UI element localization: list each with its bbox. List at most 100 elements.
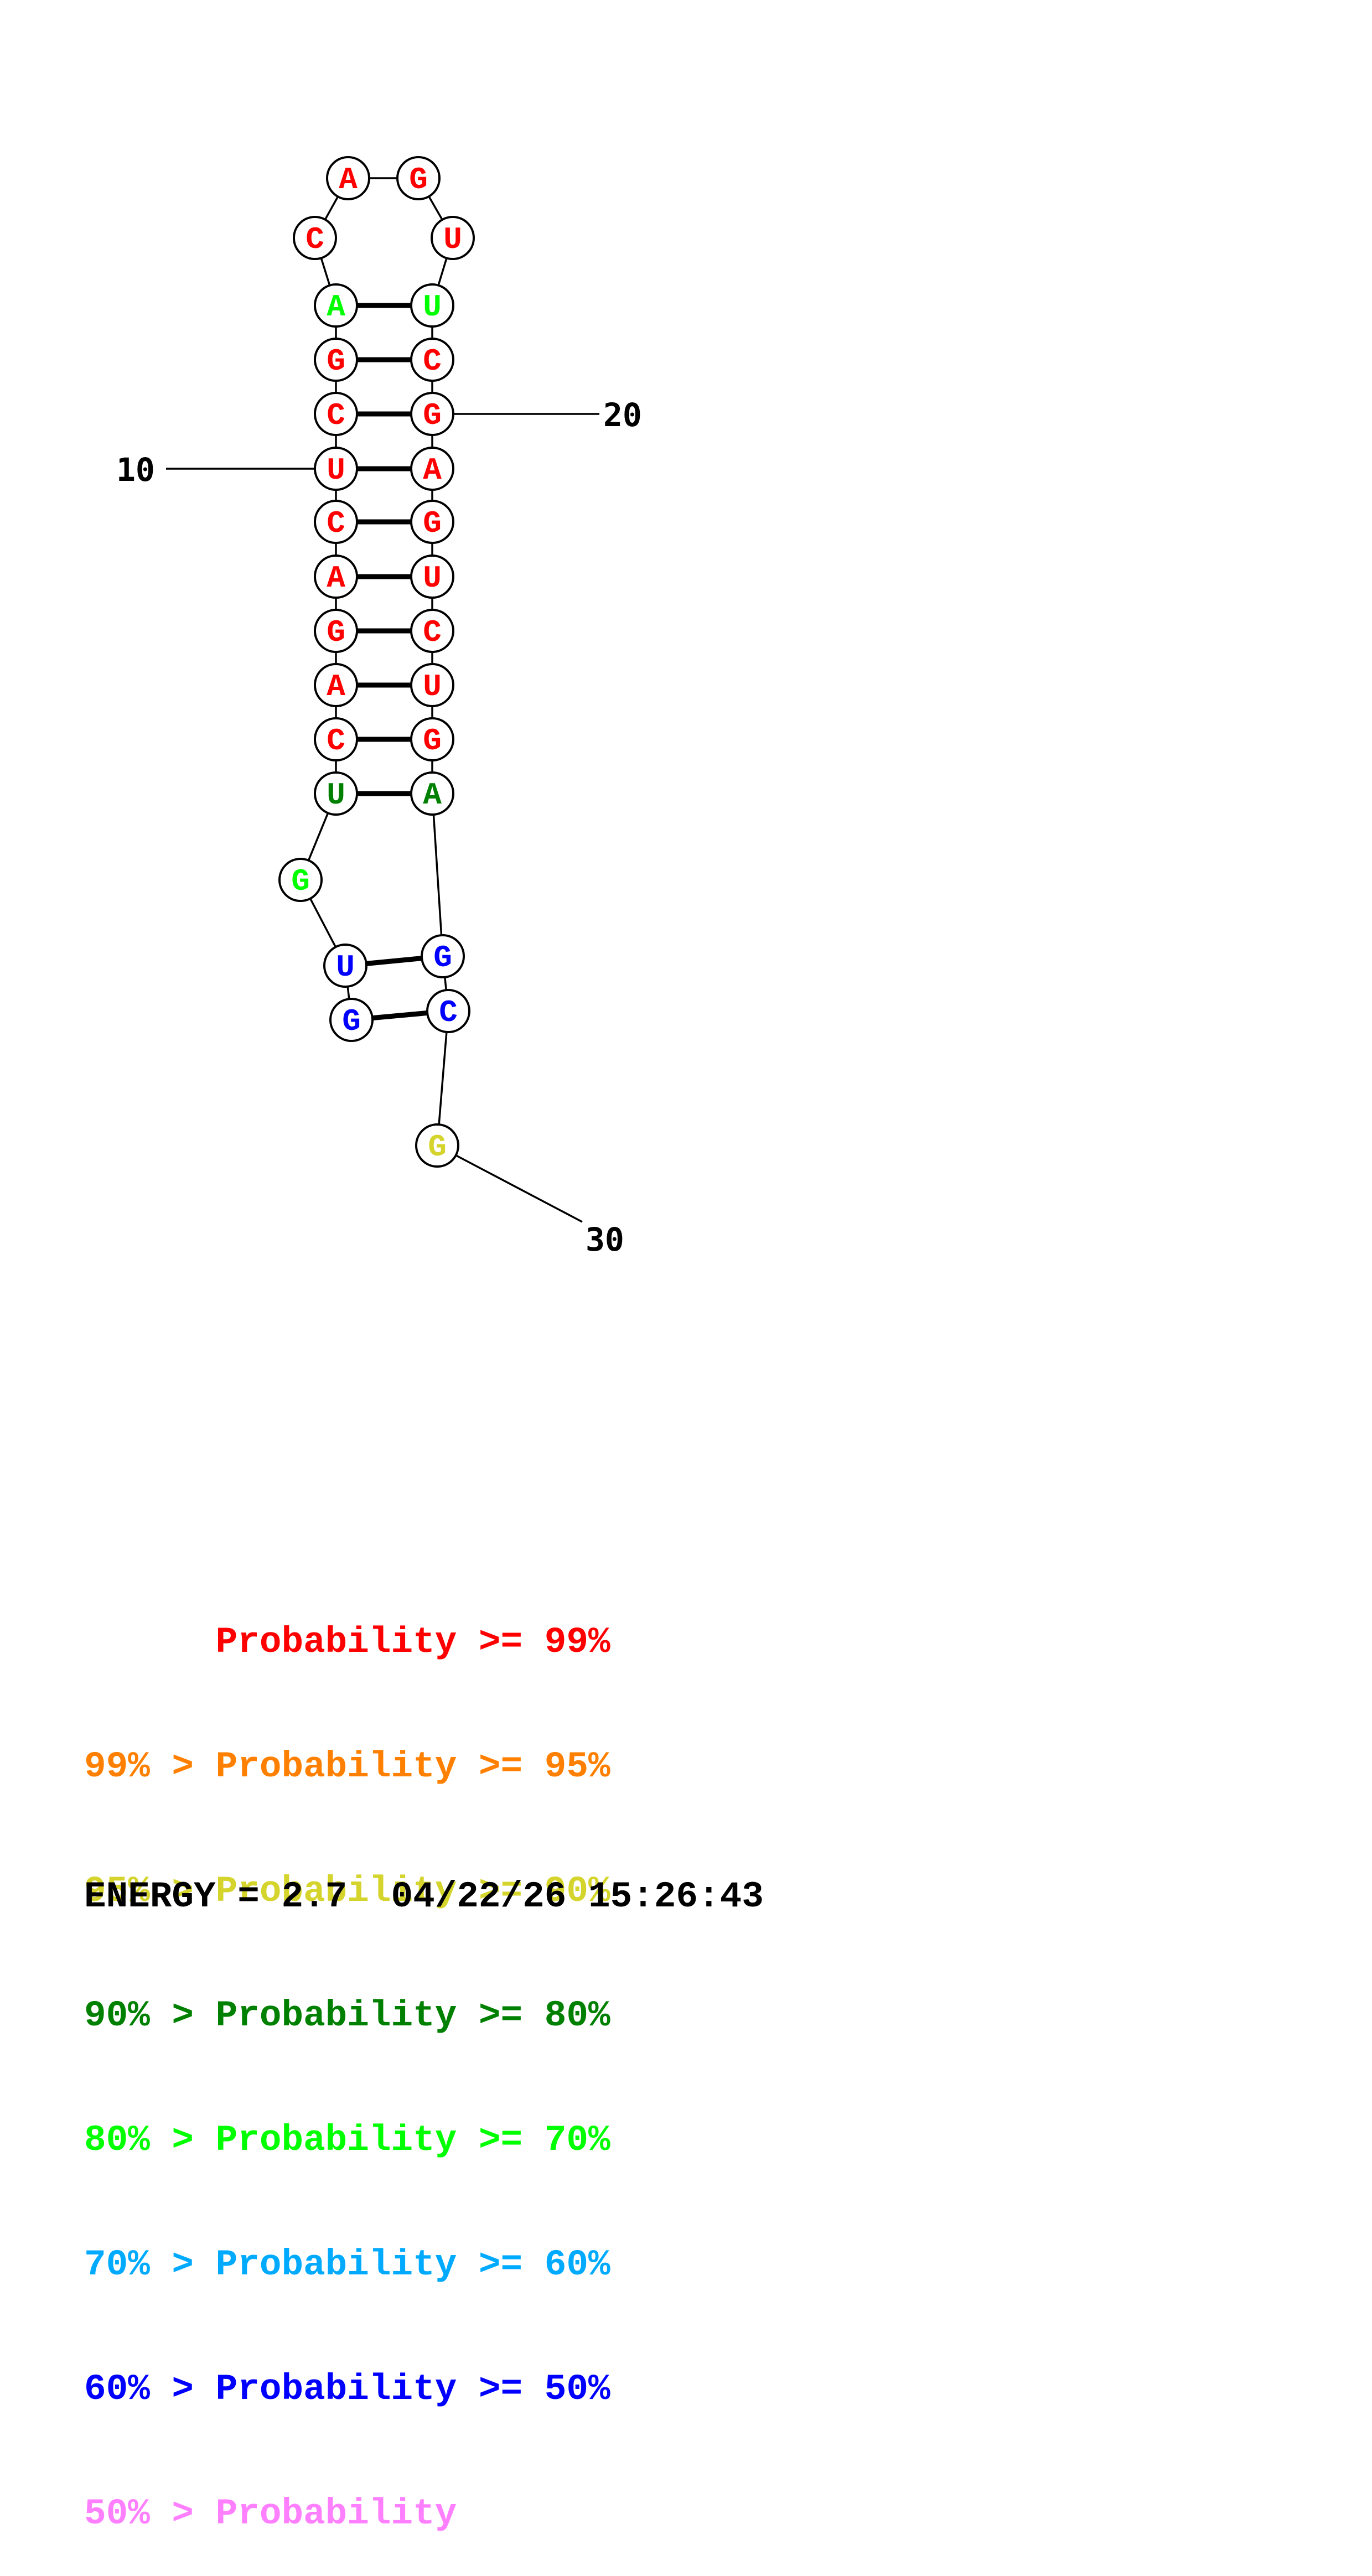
nucleotide-8: A [314, 554, 358, 599]
nucleotide-circle [421, 934, 465, 978]
nucleotide-letter: C [327, 398, 345, 433]
nucleotide-letter: G [423, 506, 442, 541]
backbone-segment [436, 1010, 449, 1146]
nucleotide-13: A [314, 283, 358, 328]
position-label-20: 20 [603, 396, 642, 434]
legend-row-p90: 95% > Probability >= 90% [84, 1870, 610, 1912]
nucleotide-letter: U [327, 778, 345, 813]
nucleotide-letter: G [291, 864, 310, 899]
nucleotide-29: C [426, 989, 470, 1033]
nucleotide-circle [329, 998, 374, 1042]
nucleotide-circle [314, 609, 358, 653]
nucleotide-16: G [396, 156, 441, 200]
nucleotide-letter: G [409, 162, 428, 198]
nucleotide-circle [415, 1123, 459, 1168]
nucleotide-23: U [410, 554, 454, 599]
nucleotide-circle [323, 944, 367, 988]
legend-row-p95: 99% > Probability >= 95% [84, 1746, 610, 1787]
legend-row-p80: 90% > Probability >= 80% [84, 1995, 610, 2036]
nucleotide-9: C [314, 500, 358, 544]
position-label-10: 10 [116, 451, 155, 489]
nucleotide-circle [314, 500, 358, 544]
nucleotide-28: G [421, 934, 465, 978]
position-label-30: 30 [586, 1221, 624, 1258]
nucleotide-letter: C [439, 995, 458, 1030]
nucleotide-10: U [314, 447, 358, 491]
energy-footer: ENERGY = 2.7 04/22/26 15:26:43 [84, 1876, 764, 1917]
nucleotide-20: G [410, 392, 454, 436]
nucleotide-letter: G [327, 344, 345, 379]
nucleotide-circle [410, 338, 454, 382]
nucleotide-letter: A [423, 453, 442, 488]
nucleotide-19: C [410, 338, 454, 382]
nucleotide-circle [314, 554, 358, 599]
nucleotide-21: A [410, 447, 454, 491]
nucleotide-letter: C [423, 344, 442, 379]
nucleotide-letter: U [327, 453, 345, 488]
nucleotide-circle [410, 500, 454, 544]
nucleotide-circle [396, 156, 441, 200]
nucleotide-1: G [329, 998, 374, 1042]
nucleotide-22: G [410, 500, 454, 544]
nucleotide-circle [314, 338, 358, 382]
nucleotide-25: U [410, 663, 454, 707]
position-tick-line [437, 1144, 583, 1223]
nucleotide-circle [410, 447, 454, 491]
nucleotide-letter: A [327, 561, 345, 596]
nucleotide-letter: A [327, 669, 345, 704]
legend-row-p70: 80% > Probability >= 70% [84, 2119, 610, 2161]
legend-row-below50: 50% > Probability [84, 2493, 457, 2534]
nucleotide-circle [293, 216, 337, 260]
nucleotide-18: U [410, 283, 454, 328]
nucleotide-7: G [314, 609, 358, 653]
probability-legend: Probability >= 99% 99% > Probability >= … [84, 1538, 610, 2576]
nucleotide-letter: G [342, 1004, 361, 1039]
nucleotide-letter: G [423, 723, 442, 759]
legend-row-p99: Probability >= 99% [84, 1621, 610, 1663]
nucleotide-circle [410, 609, 454, 653]
nucleotide-circle [314, 283, 358, 328]
nucleotide-letter: U [423, 669, 442, 704]
nucleotide-15: A [326, 156, 370, 200]
nucleotide-circle [410, 663, 454, 707]
nucleotide-letter: G [327, 615, 345, 650]
nucleotide-letter: A [423, 778, 442, 813]
nucleotide-letter: U [423, 289, 442, 325]
nucleotide-circle [410, 283, 454, 328]
nucleotide-letter: A [327, 289, 345, 325]
nucleotide-letter: C [423, 615, 442, 650]
backbone-segment [431, 793, 444, 957]
nucleotide-12: G [314, 338, 358, 382]
nucleotide-circle [314, 771, 358, 816]
nucleotide-letter: U [336, 950, 355, 985]
legend-row-p60: 70% > Probability >= 60% [84, 2244, 610, 2285]
nucleotide-letter: C [327, 506, 345, 541]
nucleotide-27: A [410, 771, 454, 816]
legend-row-p50: 60% > Probability >= 50% [84, 2368, 610, 2410]
nucleotide-2: U [323, 944, 367, 988]
nucleotide-circle [410, 771, 454, 816]
nucleotide-letter: G [428, 1129, 447, 1165]
nucleotide-3: G [278, 858, 323, 902]
nucleotide-circle [326, 156, 370, 200]
nucleotide-letter: G [423, 398, 442, 433]
nucleotide-letter: U [443, 222, 462, 257]
nucleotide-circle [426, 989, 470, 1033]
nucleotide-30: G [415, 1123, 459, 1168]
nucleotide-4: U [314, 771, 358, 816]
nucleotide-17: U [431, 216, 475, 260]
nucleotide-circle [314, 717, 358, 761]
nucleotide-circle [410, 554, 454, 599]
nucleotide-circle [314, 392, 358, 436]
nucleotide-24: C [410, 609, 454, 653]
nucleotide-circle [431, 216, 475, 260]
nucleotide-26: G [410, 717, 454, 761]
nucleotide-letter: G [433, 940, 452, 976]
nucleotide-circle [278, 858, 323, 902]
nucleotide-circle [410, 717, 454, 761]
nucleotide-circle [410, 392, 454, 436]
nucleotide-11: C [314, 392, 358, 436]
nucleotide-14: C [293, 216, 337, 260]
